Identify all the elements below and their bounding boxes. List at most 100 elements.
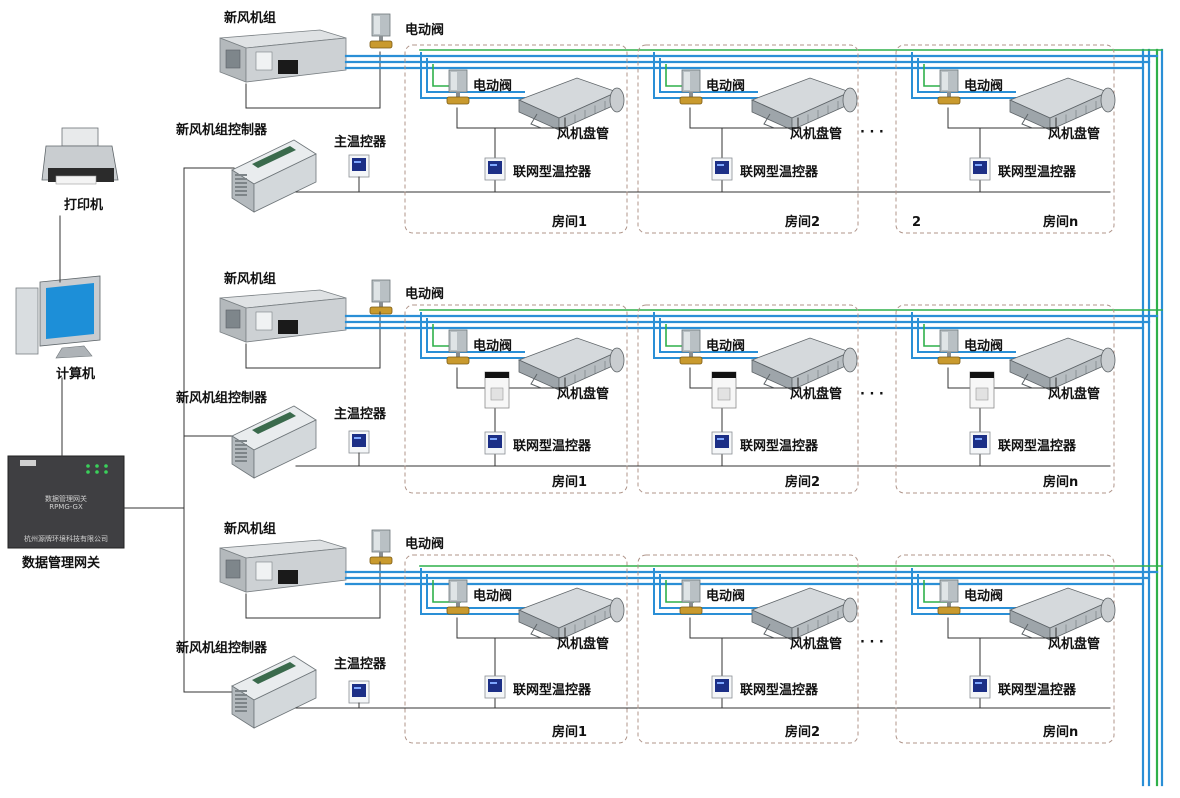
room-valve-label: 电动阀: [964, 79, 1004, 94]
fcu-fan-housing: [1100, 87, 1116, 113]
branch-pipe-2: [659, 574, 758, 609]
more-rooms-ellipsis: · · ·: [860, 125, 884, 140]
controller-plc-icon: [231, 139, 317, 213]
printer-paper-tray: [61, 127, 99, 147]
room-valve-label: 电动阀: [964, 339, 1004, 354]
valve-body: [446, 96, 470, 105]
thermostat-digits: [354, 687, 361, 689]
plc-label-strip: [252, 412, 296, 434]
ahu-valve-label: 电动阀: [405, 23, 445, 38]
fan-coil-unit-icon: [1008, 587, 1116, 641]
valve-highlight: [451, 582, 457, 600]
fcu-bracket: [1021, 623, 1033, 639]
gateway-face-model: RPMG-GX: [49, 503, 83, 511]
plc-label-strip: [252, 662, 296, 684]
valve-highlight: [942, 72, 948, 90]
fan-coil-unit-icon: [1008, 337, 1116, 391]
plc-terminal: [235, 460, 247, 462]
controller-plc-icon: [231, 655, 317, 729]
branch-pipe-1: [911, 568, 1016, 615]
master-thermostat-label: 主温控器: [334, 657, 387, 672]
gateway-led: [95, 464, 99, 468]
thermostat-screen: [973, 161, 987, 174]
printer-label: 打印机: [64, 198, 104, 213]
thermostat-digits: [975, 164, 982, 166]
computer-stand: [55, 345, 93, 359]
room-boundary: [895, 44, 1115, 234]
fan-coil-label: 风机盘管: [557, 637, 610, 652]
fan-coil-label: 风机盘管: [790, 637, 843, 652]
switch-top: [970, 372, 994, 378]
room-2: [637, 554, 859, 744]
valve-stem: [379, 302, 383, 308]
system-row-1: [219, 13, 1163, 234]
room-electric-valve-icon: [679, 329, 703, 365]
fan-coil-unit-icon: [750, 587, 858, 641]
room-boundary: [895, 554, 1115, 744]
plc-terminal: [235, 448, 247, 450]
switch-button: [490, 387, 504, 401]
fan-coil-unit-icon: [1008, 77, 1116, 131]
ahu-electric-valve-icon: [369, 13, 393, 49]
valve-body: [937, 356, 961, 365]
thermostat-screen: [973, 679, 987, 692]
fan-coil-label: 风机盘管: [1048, 127, 1101, 142]
left-equipment: [7, 127, 235, 693]
valve-highlight: [451, 72, 457, 90]
controller-label: 新风机组控制器: [176, 391, 268, 406]
gateway-led: [86, 470, 90, 474]
ahu-port: [225, 49, 241, 69]
plc-terminal: [235, 190, 247, 192]
fcu-fan-housing: [842, 87, 858, 113]
thermostat-digits: [717, 438, 724, 440]
thermostat-screen: [488, 435, 502, 448]
switch-button: [717, 387, 731, 401]
valve-highlight: [684, 582, 690, 600]
fresh-air-unit-label: 新风机组: [224, 272, 277, 287]
row-pipes: [344, 49, 1163, 70]
valve-highlight: [374, 282, 380, 300]
networked-thermostat-icon: [711, 157, 733, 181]
room-boundary: [404, 554, 628, 744]
room-name-label: 房间1: [552, 475, 588, 490]
room-3: [895, 554, 1116, 744]
row-pipes: [344, 309, 1163, 330]
plc-side: [253, 153, 317, 213]
valve-highlight: [451, 332, 457, 350]
wall-switch-icon: [969, 371, 995, 409]
gateway-led: [95, 470, 99, 474]
room-electric-valve-icon: [446, 69, 470, 105]
valve-body: [679, 606, 703, 615]
gateway-led: [104, 470, 108, 474]
plc-terminal: [235, 706, 247, 708]
fan-coil-unit-icon: [750, 337, 858, 391]
thermostat-screen: [352, 684, 366, 697]
branch-pipe-2: [917, 318, 1016, 353]
plc-terminal: [235, 186, 247, 188]
room-name-label: 房间1: [552, 215, 588, 230]
master-thermostat-icon: [348, 154, 370, 178]
branch-pipe-2: [917, 58, 1016, 93]
controller-plc-icon: [231, 405, 317, 479]
valve-stem: [689, 92, 693, 98]
thermostat-digits: [975, 438, 982, 440]
gateway-led: [86, 464, 90, 468]
networked-thermostat-icon: [711, 675, 733, 699]
branch-pipe-2: [659, 318, 758, 353]
branch-pipe-2: [426, 58, 525, 93]
valve-stem: [456, 352, 460, 358]
fcu-bracket: [763, 373, 775, 389]
room-boundary: [404, 304, 628, 494]
thermostat-digits: [354, 161, 361, 163]
branch-pipe-2: [917, 574, 1016, 609]
fcu-bracket: [1021, 113, 1033, 129]
networked-thermostat-icon: [484, 431, 506, 455]
room-name-label: 房间1: [552, 725, 588, 740]
networked-thermostat-icon: [711, 431, 733, 455]
branch-pipe-2: [426, 318, 525, 353]
room-electric-valve-icon: [679, 579, 703, 615]
fan-coil-label: 风机盘管: [557, 387, 610, 402]
plc-side: [253, 669, 317, 729]
thermostat-screen: [352, 158, 366, 171]
